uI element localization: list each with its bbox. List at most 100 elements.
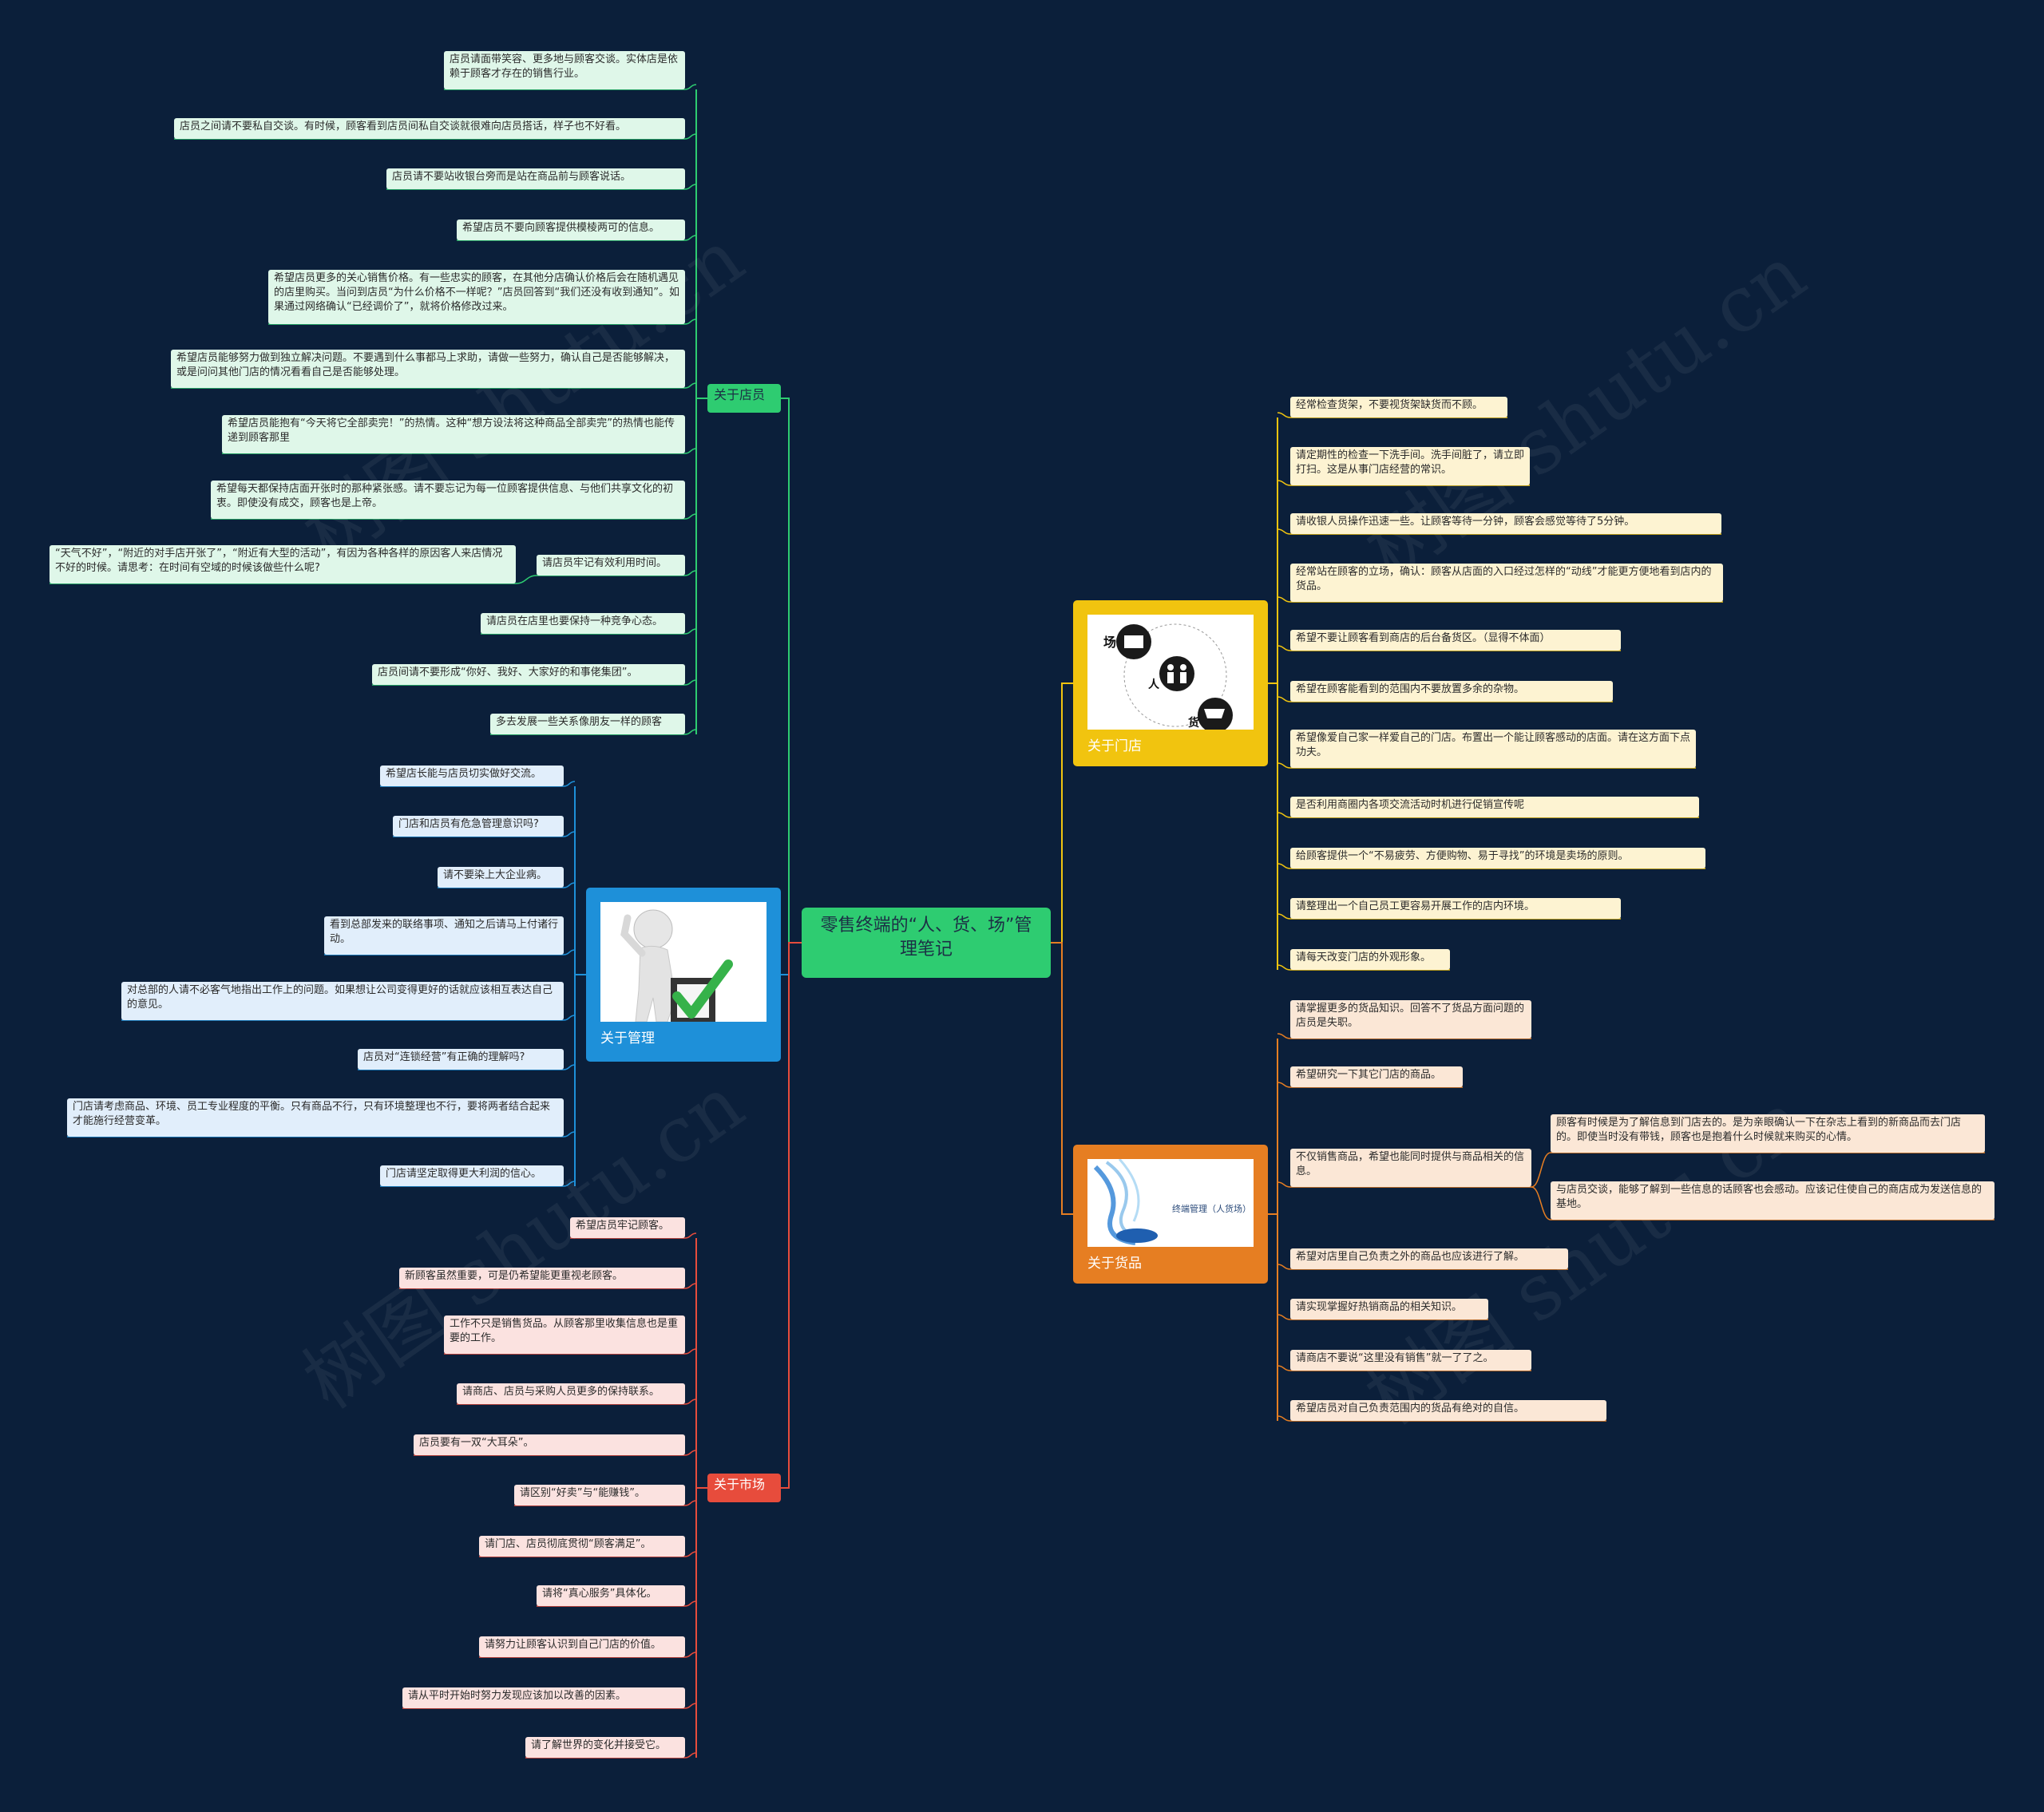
root-topic[interactable]: 零售终端的“人、货、场”管理笔记 bbox=[802, 908, 1051, 978]
market-item[interactable]: 请门店、店员彻底贯彻“顾客满足”。 bbox=[479, 1536, 685, 1557]
store-item[interactable]: 请整理出一个自己员工更容易开展工作的店内环境。 bbox=[1290, 898, 1621, 919]
management-item[interactable]: 看到总部发来的联络事项、通知之后请马上付诸行动。 bbox=[324, 916, 564, 955]
store-item[interactable]: 希望不要让顾客看到商店的后台备货区。（显得不体面） bbox=[1290, 630, 1621, 651]
connector bbox=[563, 882, 576, 888]
store-item[interactable]: 经常检查货架，不要视货架缺货而不顾。 bbox=[1290, 397, 1507, 417]
goods-label: 货 bbox=[1187, 716, 1199, 730]
market-item[interactable]: 请区别“好卖”与“能赚钱”。 bbox=[514, 1485, 685, 1505]
connector bbox=[684, 235, 697, 241]
connector bbox=[1277, 863, 1291, 869]
connector bbox=[684, 133, 697, 140]
connector bbox=[563, 1064, 576, 1070]
store-item[interactable]: 是否利用商圈内各项交流活动时机进行促销宣传呢 bbox=[1290, 797, 1699, 817]
connector bbox=[563, 1181, 576, 1187]
store-item[interactable]: 经常站在顾客的立场，确认：顾客从店面的入口经过怎样的“动线”才能更方便地看到店内… bbox=[1290, 564, 1723, 602]
branch-label: 关于店员 bbox=[714, 387, 766, 402]
staff-item[interactable]: 希望店员更多的关心销售价格。有一些忠实的顾客，在其他分店确认价格后会在随机遇见的… bbox=[268, 270, 685, 324]
connector bbox=[684, 318, 697, 325]
staff-item[interactable]: 请店员在店里也要保持一种竞争心态。 bbox=[481, 613, 685, 634]
staff-item[interactable]: 希望店员能抱有“今天将它全部卖完！”的热情。这种“想方设法将这种商品全部卖完”的… bbox=[222, 415, 685, 453]
connector bbox=[1277, 964, 1291, 971]
staff-item[interactable]: 店员间请不要形成“你好、我好、大家好的和事佬集团”。 bbox=[372, 664, 685, 685]
goods-item[interactable]: 请实现掌握好热销商品的相关知识。 bbox=[1290, 1299, 1488, 1319]
connector bbox=[684, 628, 697, 635]
connector bbox=[563, 1015, 576, 1021]
goods-illustration: 终端管理（人货场） bbox=[1087, 1159, 1254, 1247]
connector bbox=[563, 781, 576, 787]
branch-market[interactable]: 关于市场 bbox=[707, 1474, 781, 1502]
market-item[interactable]: 新顾客虽然重要，可是仍希望能更重视老顾客。 bbox=[399, 1268, 685, 1288]
goods-item[interactable]: 希望店员对自己负责范围内的货品有绝对的自信。 bbox=[1290, 1400, 1606, 1421]
goods-subitem[interactable]: 与店员交谈，能够了解到一些信息的话顾客也会感动。应该记住使自己的商店成为发送信息… bbox=[1551, 1181, 1994, 1220]
market-item[interactable]: 请从平时开始时努力发现应该加以改善的因素。 bbox=[402, 1687, 685, 1708]
goods-item[interactable]: 不仅销售商品，希望也能同时提供与商品相关的信息。 bbox=[1290, 1149, 1531, 1187]
store-item[interactable]: 请定期性的检查一下洗手间。洗手间脏了，请立即打扫。这是从事门店经营的常识。 bbox=[1290, 447, 1530, 485]
staff-item[interactable]: 希望店员能够努力做到独立解决问题。不要遇到什么事都马上求助，请做一些努力，确认自… bbox=[171, 350, 685, 388]
store-item[interactable]: 给顾客提供一个“不易疲劳、方便购物、易于寻找”的环境是卖场的原则。 bbox=[1290, 848, 1705, 868]
branch-label: 关于门店 bbox=[1087, 738, 1142, 754]
connector bbox=[1277, 913, 1291, 920]
market-item[interactable]: 请了解世界的变化并接受它。 bbox=[525, 1737, 685, 1758]
branch-label: 关于市场 bbox=[714, 1477, 766, 1492]
branch-store[interactable]: 场 人 货 关于门店 bbox=[1073, 600, 1268, 766]
market-item[interactable]: 请商店、店员与采购人员更多的保持联系。 bbox=[457, 1383, 685, 1404]
connector bbox=[684, 729, 697, 735]
connector bbox=[1277, 1264, 1291, 1270]
connector bbox=[1277, 762, 1291, 769]
connector bbox=[1277, 1181, 1291, 1188]
management-item[interactable]: 店员对“连锁经营”有正确的理解吗? bbox=[358, 1049, 564, 1070]
person-checkmark-icon bbox=[620, 909, 733, 1022]
branch-goods[interactable]: 终端管理（人货场） 关于货品 bbox=[1073, 1145, 1268, 1284]
connector bbox=[684, 448, 697, 454]
connector bbox=[684, 1399, 697, 1405]
store-item[interactable]: 希望像爱自己家一样爱自己的门店。布置出一个能让顾客感动的店面。请在这方面下点功夫… bbox=[1290, 730, 1696, 768]
management-item[interactable]: 门店请坚定取得更大利润的信心。 bbox=[380, 1165, 564, 1186]
connector bbox=[684, 1652, 697, 1658]
goods-item[interactable]: 希望对店里自己负责之外的商品也应该进行了解。 bbox=[1290, 1248, 1568, 1269]
staff-item[interactable]: 店员请面带笑容、更多地与顾客交谈。实体店是依赖于顾客才存在的销售行业。 bbox=[444, 51, 685, 89]
market-item[interactable]: 店员要有一双“大耳朵”。 bbox=[414, 1434, 685, 1455]
management-item[interactable]: 希望店长能与店员切实做好交流。 bbox=[380, 766, 564, 786]
management-item[interactable]: 请不要染上大企业病。 bbox=[438, 867, 564, 888]
management-item[interactable]: 门店和店员有危急管理意识吗? bbox=[393, 816, 564, 837]
connector bbox=[684, 679, 697, 686]
staff-item[interactable]: 希望店员不要向顾客提供模棱两可的信息。 bbox=[457, 220, 685, 240]
staff-item[interactable]: 多去发展一些关系像朋友一样的顾客 bbox=[490, 714, 685, 734]
branch-staff[interactable]: 关于店员 bbox=[707, 384, 781, 413]
connector bbox=[781, 942, 802, 1489]
market-item[interactable]: 希望店员牢记顾客。 bbox=[570, 1217, 685, 1238]
store-item[interactable]: 请每天改变门店的外观形象。 bbox=[1290, 949, 1450, 970]
connector bbox=[563, 1131, 576, 1137]
connector bbox=[1277, 812, 1291, 818]
connector bbox=[1277, 1365, 1291, 1371]
market-item[interactable]: 工作不只是销售货品。从顾客那里收集信息也是重要的工作。 bbox=[444, 1315, 685, 1354]
connector bbox=[1277, 412, 1291, 418]
staff-item[interactable]: 店员之间请不要私自交谈。有时候，顾客看到店员间私自交谈就很难向店员搭话，样子也不… bbox=[174, 118, 685, 139]
branch-management[interactable]: 关于管理 bbox=[586, 888, 781, 1062]
store-item[interactable]: 希望在顾客能看到的范围内不要放置多余的杂物。 bbox=[1290, 681, 1613, 702]
connector bbox=[1277, 696, 1291, 702]
connector bbox=[684, 1752, 697, 1759]
goods-subitem[interactable]: 顾客有时候是为了解信息到门店去的。是为亲眼确认一下在杂志上看到的新商品而去门店的… bbox=[1551, 1114, 1985, 1153]
store-item[interactable]: 请收银人员操作迅速一些。让顾客等待一分钟，顾客会感觉等待了5分钟。 bbox=[1290, 513, 1721, 534]
management-item[interactable]: 对总部的人请不必客气地指出工作上的问题。如果想让公司变得更好的话就应该相互表达自… bbox=[121, 982, 564, 1020]
connector bbox=[684, 570, 697, 576]
people-goods-place-icon: 场 人 货 bbox=[1103, 623, 1233, 730]
staff-subitem[interactable]: “天气不好”，“附近的对手店开张了”，“附近有大型的活动”，有因为各种各样的原因… bbox=[50, 545, 516, 584]
connector bbox=[1531, 1152, 1551, 1188]
goods-item[interactable]: 请商店不要说“这里没有销售”就一了了之。 bbox=[1290, 1350, 1531, 1371]
root-title: 零售终端的“人、货、场”管理笔记 bbox=[820, 916, 1032, 959]
market-item[interactable]: 请努力让顾客认识到自己门店的价值。 bbox=[479, 1636, 685, 1657]
goods-item[interactable]: 希望研究一下其它门店的商品。 bbox=[1290, 1066, 1463, 1087]
goods-item[interactable]: 请掌握更多的货品知识。回答不了货品方面问题的店员是失职。 bbox=[1290, 1000, 1531, 1039]
connector bbox=[684, 184, 697, 190]
staff-item[interactable]: 店员请不要站收银台旁而是站在商品前与顾客说话。 bbox=[386, 168, 685, 189]
market-item[interactable]: 请将“真心服务”具体化。 bbox=[537, 1585, 685, 1606]
connector bbox=[1277, 1314, 1291, 1320]
staff-item[interactable]: 希望每天都保持店面开张时的那种紧张感。请不要忘记为每一位顾客提供信息、与他们共享… bbox=[211, 481, 685, 519]
management-item[interactable]: 门店请考虑商品、环境、员工专业程度的平衡。只有商品不行，只有环境整理也不行，要将… bbox=[67, 1098, 564, 1137]
staff-item[interactable]: 请店员牢记有效利用时间。 bbox=[537, 555, 685, 576]
people-label: 人 bbox=[1148, 678, 1160, 691]
connector bbox=[781, 398, 802, 944]
